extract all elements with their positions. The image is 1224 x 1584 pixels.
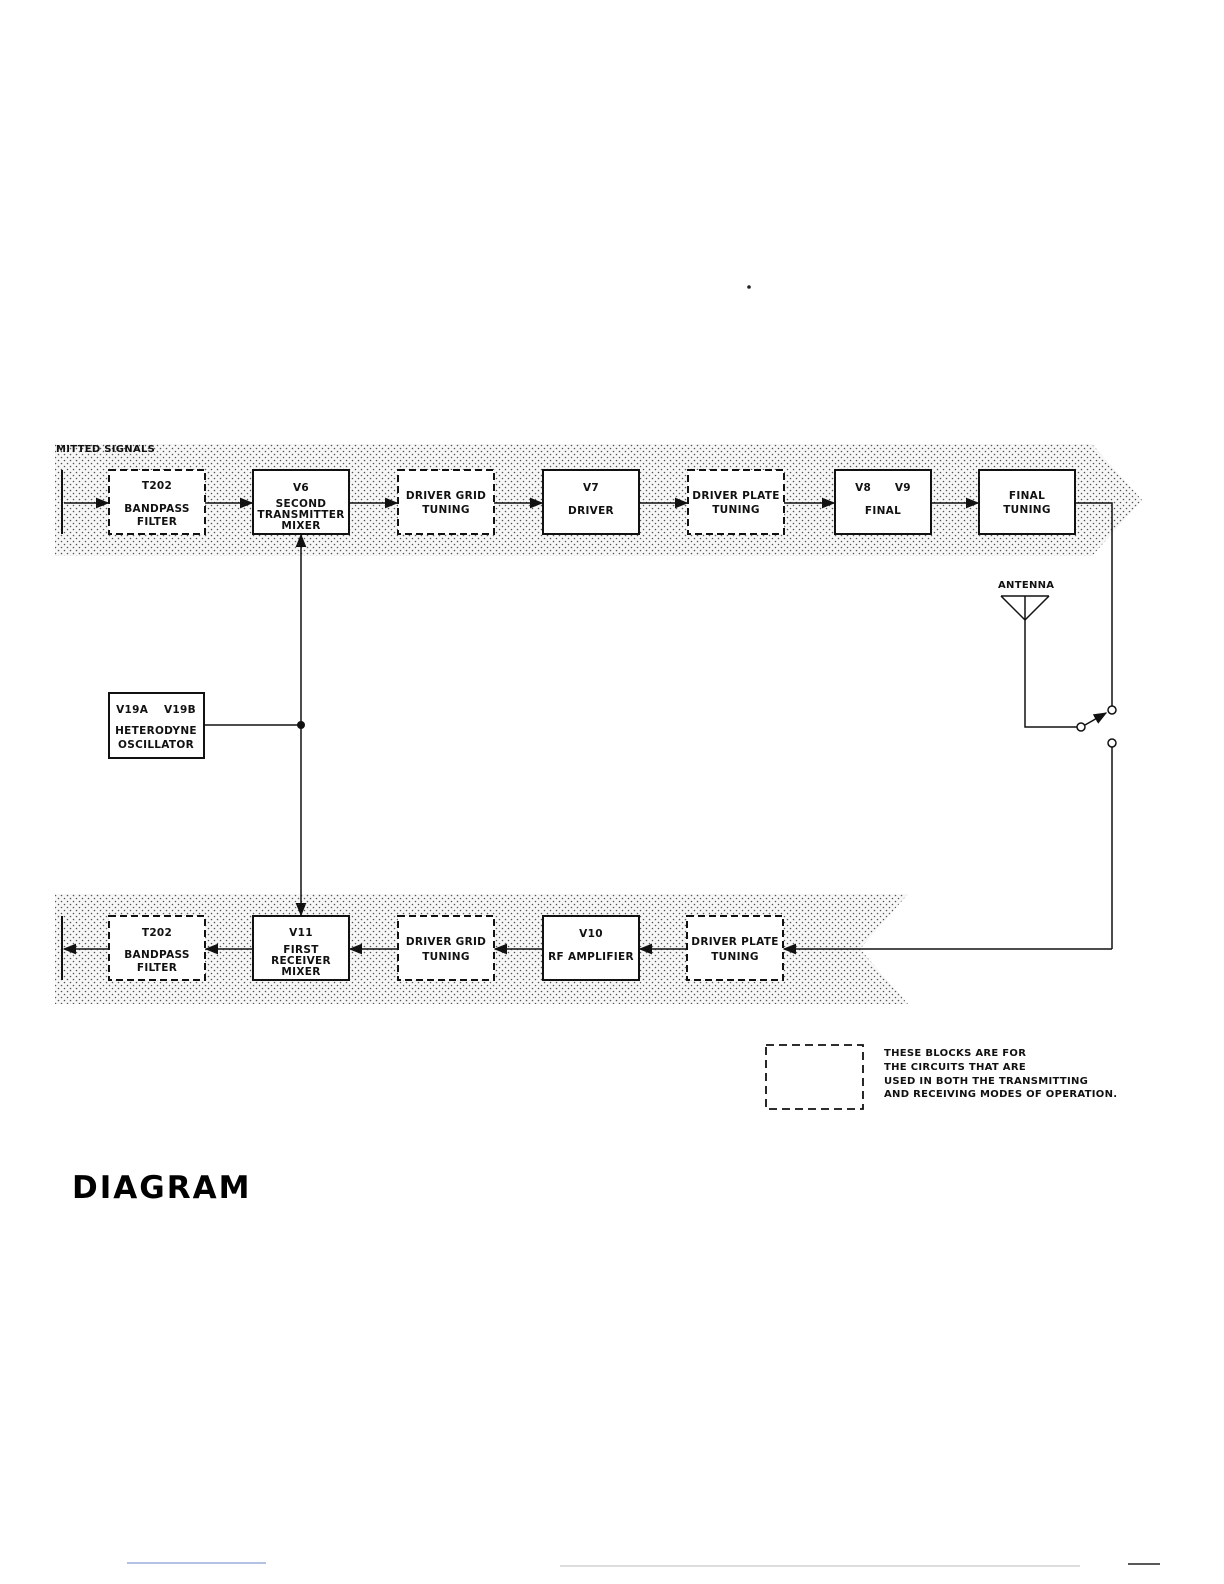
block-line: V19A V19B	[116, 704, 196, 716]
block-line: HETERODYNE	[115, 725, 197, 737]
switch-contact-rx	[1107, 738, 1117, 748]
page-title: DIAGRAM	[72, 1170, 252, 1206]
block-line: DRIVER PLATE	[692, 490, 779, 502]
block-line: SECOND	[276, 498, 327, 510]
block-line: RECEIVER	[271, 955, 331, 967]
switch-contact-tx	[1107, 705, 1117, 715]
switch-pivot	[1076, 722, 1086, 732]
block-line: BANDPASS	[124, 949, 190, 961]
block-line: TUNING	[422, 504, 470, 516]
block-line: V11	[289, 927, 313, 939]
legend-text-line: AND RECEIVING MODES OF OPERATION.	[884, 1089, 1117, 1100]
block-line: DRIVER PLATE	[691, 936, 778, 948]
block-line: FIRST	[283, 944, 319, 956]
block-line: MIXER	[281, 520, 320, 532]
block-line: RF AMPLIFIER	[548, 951, 634, 963]
antenna-label: ANTENNA	[998, 580, 1054, 591]
block-line: TUNING	[712, 504, 760, 516]
block-line: T202	[142, 927, 172, 939]
legend-text-line: USED IN BOTH THE TRANSMITTING	[884, 1076, 1088, 1087]
block-line: TUNING	[422, 951, 470, 963]
rx-v11-block: V11 FIRST RECEIVER MIXER	[252, 915, 350, 981]
block-line: FILTER	[137, 516, 177, 528]
rx-t202-block: T202 BANDPASS FILTER	[108, 915, 206, 981]
legend-text-line: THESE BLOCKS ARE FOR	[884, 1048, 1026, 1059]
switch-arm	[1084, 712, 1108, 726]
block-line: T202	[142, 480, 172, 492]
tx-v6-block: V6 SECOND TRANSMITTER MIXER	[252, 469, 350, 535]
block-line: V10	[579, 928, 603, 940]
block-line: V7	[583, 482, 599, 494]
block-line: DRIVER	[568, 505, 614, 517]
block-line: TUNING	[711, 951, 759, 963]
tx-v7-block: V7 DRIVER	[542, 469, 640, 535]
band-label: MITTED SIGNALS	[56, 444, 155, 455]
block-line: MIXER	[281, 966, 320, 978]
block-line: TRANSMITTER	[257, 509, 344, 521]
rx-driver-grid-block: DRIVER GRID TUNING	[397, 915, 495, 981]
block-line: V6	[293, 482, 309, 494]
block-line: V8 V9	[855, 482, 911, 494]
block-line: FINAL	[1009, 490, 1045, 502]
oscillator-block: V19A V19B HETERODYNE OSCILLATOR	[108, 692, 205, 759]
final-output-line	[1075, 502, 1113, 706]
tx-v8-v9-block: V8 V9 FINAL	[834, 469, 932, 535]
rx-driver-plate-block: DRIVER PLATE TUNING	[686, 915, 784, 981]
block-line: DRIVER GRID	[406, 490, 486, 502]
antenna-lead	[1024, 596, 1077, 728]
tx-driver-grid-block: DRIVER GRID TUNING	[397, 469, 495, 535]
legend-dashed-box	[765, 1044, 864, 1110]
block-line: FILTER	[137, 962, 177, 974]
rx-v10-block: V10 RF AMPLIFIER	[542, 915, 640, 981]
tx-final-tuning-block: FINAL TUNING	[978, 469, 1076, 535]
block-line: BANDPASS	[124, 503, 190, 515]
block-line: OSCILLATOR	[118, 739, 194, 751]
block-line: DRIVER GRID	[406, 936, 486, 948]
legend-text-line: THE CIRCUITS THAT ARE	[884, 1062, 1026, 1073]
tx-t202-block: T202 BANDPASS FILTER	[108, 469, 206, 535]
tx-driver-plate-block: DRIVER PLATE TUNING	[687, 469, 785, 535]
block-line: FINAL	[865, 505, 901, 517]
scan-speck	[747, 285, 751, 289]
block-line: TUNING	[1003, 504, 1051, 516]
